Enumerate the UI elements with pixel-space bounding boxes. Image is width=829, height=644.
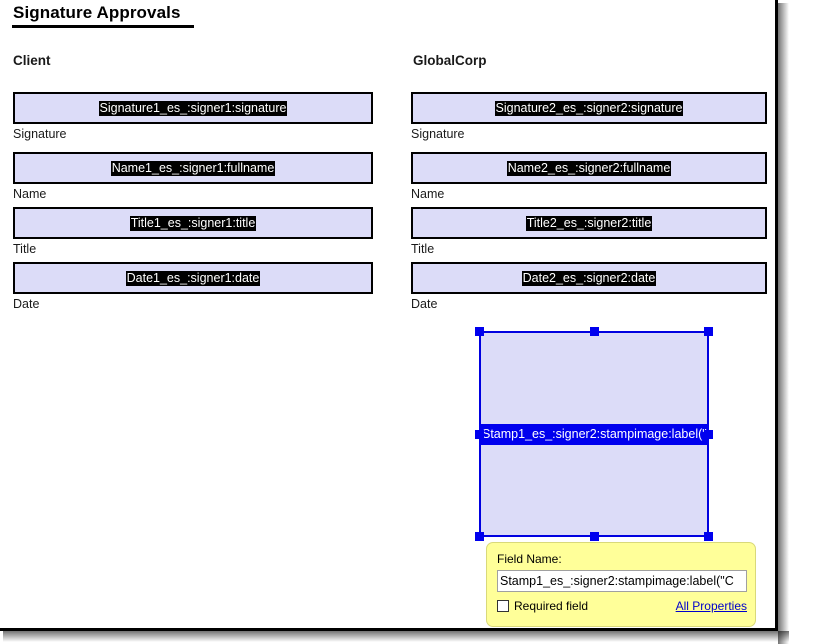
field-tag-label: Signature2_es_:signer2:signature — [494, 100, 684, 116]
field-tag-label: Title2_es_:signer2:title — [525, 215, 653, 231]
form-field-signature1[interactable]: Signature1_es_:signer1:signature — [13, 92, 373, 124]
page-title: Signature Approvals — [13, 3, 181, 22]
field-caption-signature: Signature — [411, 127, 465, 141]
column-heading-globalcorp: GlobalCorp — [413, 53, 487, 68]
required-field-checkbox[interactable] — [497, 600, 509, 612]
resize-handle-middle-right[interactable] — [704, 430, 713, 439]
form-field-row-date1: Date1_es_:signer1:date Date — [13, 262, 373, 311]
form-field-row-date2: Date2_es_:signer2:date Date — [411, 262, 767, 311]
resize-handle-top-left[interactable] — [475, 327, 484, 336]
form-field-title1[interactable]: Title1_es_:signer1:title — [13, 207, 373, 239]
resize-handle-bottom-left[interactable] — [475, 532, 484, 541]
form-field-title2[interactable]: Title2_es_:signer2:title — [411, 207, 767, 239]
field-name-input[interactable]: Stamp1_es_:signer2:stampimage:label("C — [497, 570, 747, 592]
field-tag-label: Name1_es_:signer1:fullname — [110, 160, 276, 176]
field-caption-signature: Signature — [13, 127, 67, 141]
field-caption-name: Name — [411, 187, 445, 201]
field-name-label: Field Name: — [497, 552, 562, 566]
field-tag-label: Title1_es_:signer1:title — [129, 215, 257, 231]
column-heading-client: Client — [13, 53, 51, 68]
stamp-field-tag-label: Stamp1_es_:signer2:stampimage:label("Co — [479, 424, 709, 445]
field-tag-label: Date2_es_:signer2:date — [521, 270, 657, 286]
field-properties-bottom-row: Required field All Properties — [497, 599, 747, 613]
form-field-row-name1: Name1_es_:signer1:fullname Name — [13, 152, 373, 201]
field-tag-label: Name2_es_:signer2:fullname — [506, 160, 672, 176]
form-field-date1[interactable]: Date1_es_:signer1:date — [13, 262, 373, 294]
required-field-control[interactable]: Required field — [497, 599, 588, 613]
resize-handle-bottom-right[interactable] — [704, 532, 713, 541]
field-tag-label: Signature1_es_:signer1:signature — [98, 100, 288, 116]
page-shadow-bottom — [3, 631, 789, 642]
resize-handle-bottom-center[interactable] — [590, 532, 599, 541]
page-title-underline — [12, 25, 194, 28]
form-field-signature2[interactable]: Signature2_es_:signer2:signature — [411, 92, 767, 124]
form-field-name1[interactable]: Name1_es_:signer1:fullname — [13, 152, 373, 184]
page-shadow-right — [778, 3, 789, 644]
form-field-row-signature2: Signature2_es_:signer2:signature Signatu… — [411, 92, 767, 141]
field-caption-title: Title — [13, 242, 37, 256]
resize-handle-top-center[interactable] — [590, 327, 599, 336]
form-field-row-title1: Title1_es_:signer1:title Title — [13, 207, 373, 256]
field-caption-date: Date — [411, 297, 438, 311]
field-tag-label: Date1_es_:signer1:date — [125, 270, 261, 286]
field-properties-popup[interactable]: Field Name: Stamp1_es_:signer2:stampimag… — [486, 542, 756, 627]
form-field-name2[interactable]: Name2_es_:signer2:fullname — [411, 152, 767, 184]
form-field-date2[interactable]: Date2_es_:signer2:date — [411, 262, 767, 294]
resize-handle-top-right[interactable] — [704, 327, 713, 336]
form-field-row-title2: Title2_es_:signer2:title Title — [411, 207, 767, 256]
required-field-label: Required field — [514, 599, 589, 613]
all-properties-link[interactable]: All Properties — [675, 599, 747, 613]
form-field-row-name2: Name2_es_:signer2:fullname Name — [411, 152, 767, 201]
resize-handle-middle-left[interactable] — [475, 430, 484, 439]
form-field-row-signature1: Signature1_es_:signer1:signature Signatu… — [13, 92, 373, 141]
field-caption-date: Date — [13, 297, 40, 311]
field-caption-name: Name — [13, 187, 47, 201]
field-caption-title: Title — [411, 242, 435, 256]
pdf-page-canvas[interactable]: Signature Approvals Client GlobalCorp Si… — [0, 0, 778, 631]
